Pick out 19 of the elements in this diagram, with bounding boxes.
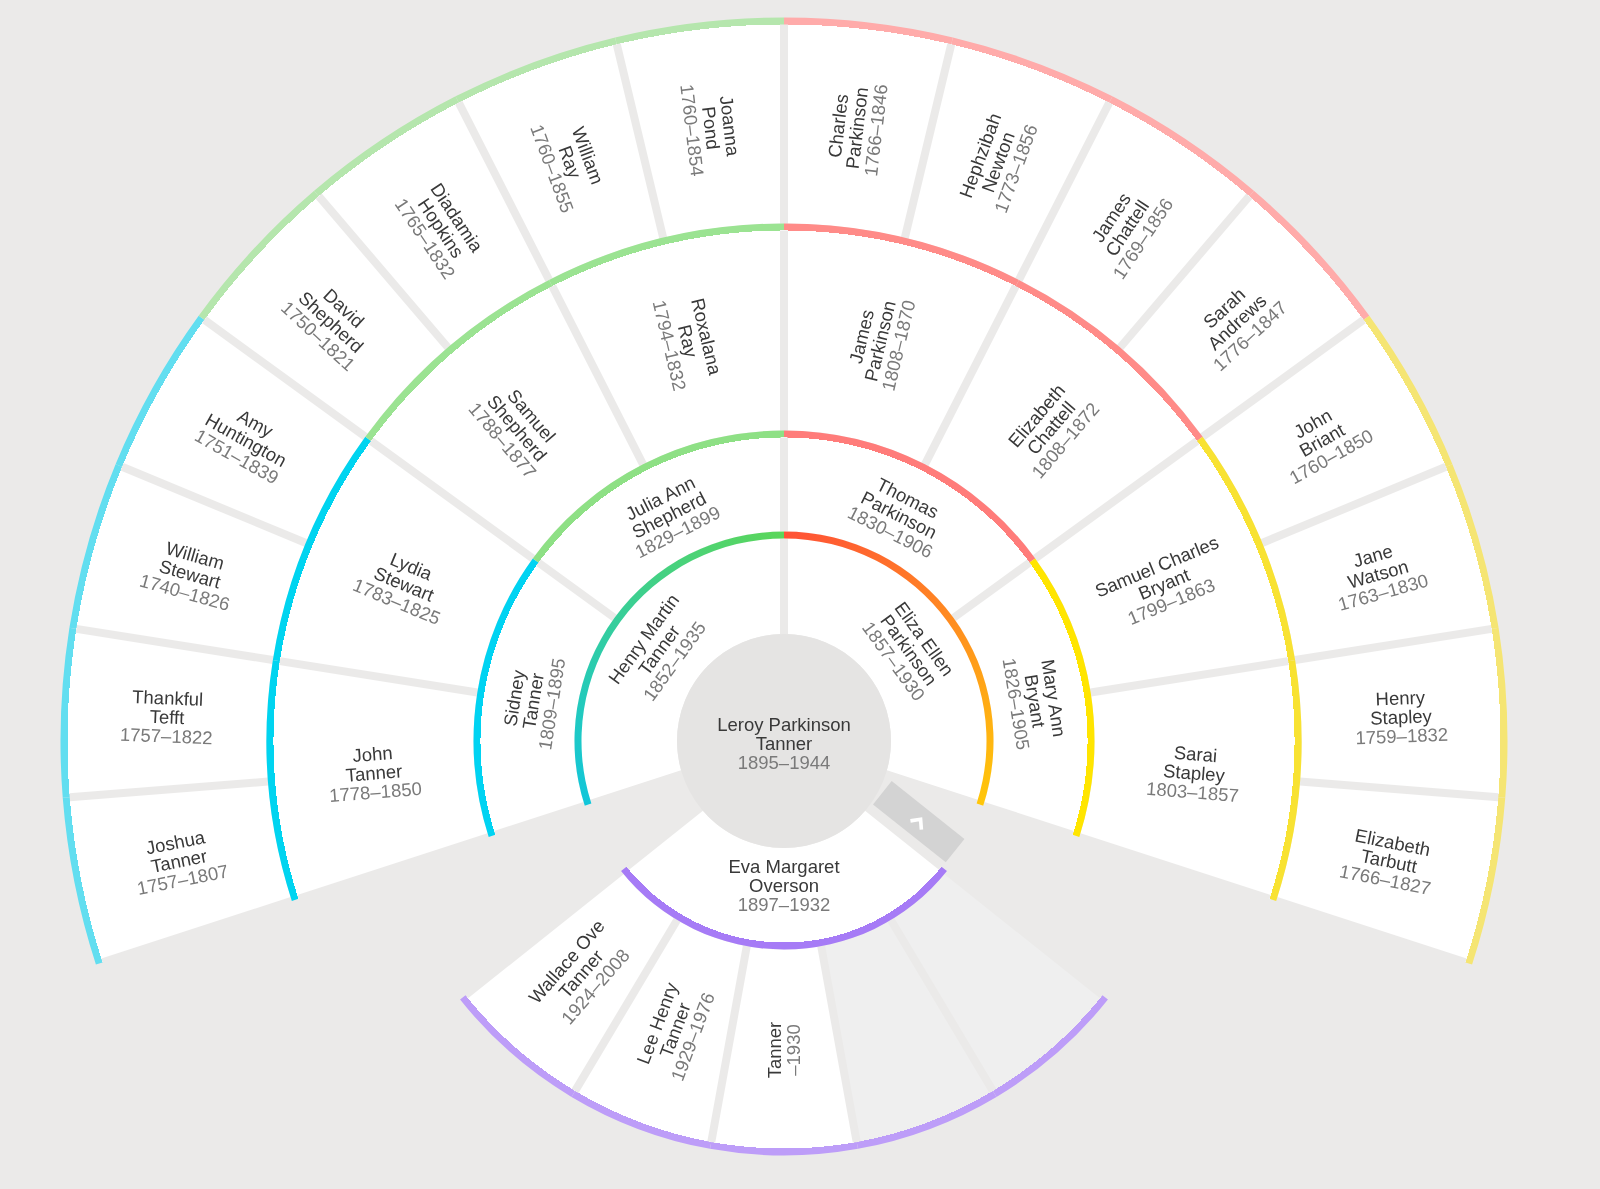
- person-name: Leroy Parkinson Tanner: [717, 714, 851, 753]
- ancestor-sector: [1277, 785, 1506, 965]
- ancestor-sector: [615, 17, 784, 237]
- life-dates: 1897–1932: [737, 894, 831, 914]
- ancestor-sector: [955, 558, 1095, 837]
- spouse-sector: [621, 810, 947, 950]
- person-name: Eva Margaret Overson: [728, 856, 840, 895]
- ancestor-sector: [60, 627, 273, 798]
- ancestor-sector: [784, 17, 953, 237]
- ancestor-sector: [1080, 660, 1302, 901]
- ancestor-sector: [266, 660, 488, 901]
- life-dates: 1895–1944: [737, 752, 831, 772]
- empty-sector: [894, 874, 1108, 1097]
- person-name: Henry Stapley: [1369, 687, 1432, 728]
- empty-sector: [825, 922, 997, 1149]
- person-name: Tanner: [765, 1021, 784, 1079]
- life-dates: –1930: [784, 1024, 803, 1076]
- ancestor-sector: [62, 785, 291, 965]
- ancestor-sector: [1295, 627, 1508, 798]
